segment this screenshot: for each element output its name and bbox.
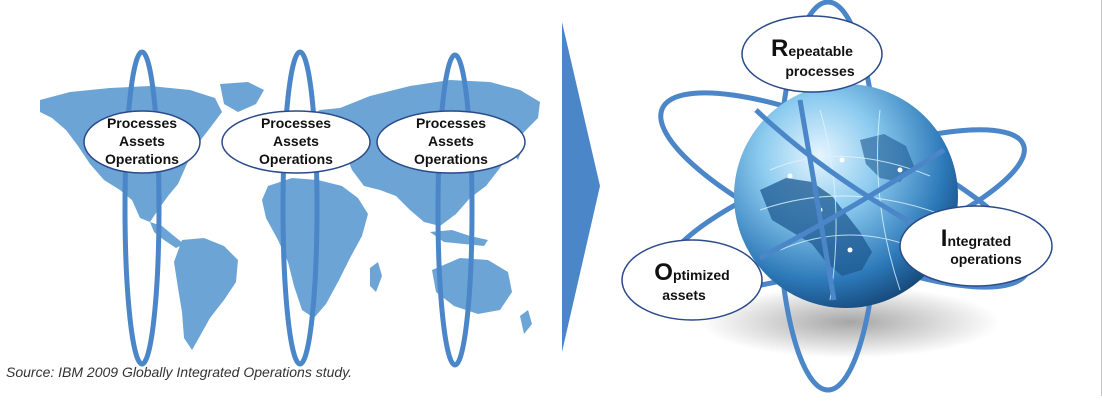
label-optimized-line-2: assets	[662, 287, 706, 303]
central-america-shape	[150, 222, 184, 248]
bubble-2-line-1: Processes	[261, 115, 331, 131]
orbit-rings-front	[754, 99, 946, 301]
map-bubble-1: Processes Assets Operations	[83, 110, 201, 174]
label-repeatable-processes: Repeatable processes	[741, 15, 883, 93]
ring-americas	[122, 49, 162, 367]
label-repeatable-line-1: Repeatable	[771, 35, 853, 62]
label-repeatable-line-2: processes	[785, 63, 854, 79]
transition-arrow	[562, 22, 600, 352]
map-bubble-2: Processes Assets Operations	[221, 110, 371, 174]
south-america-shape	[174, 238, 238, 350]
ring-asia-pacific	[435, 52, 475, 368]
source-caption: Source: IBM 2009 Globally Integrated Ope…	[6, 364, 353, 380]
ring-europe-africa	[280, 49, 320, 367]
bubble-2-line-3: Operations	[259, 151, 333, 167]
label-integrated-line-2: operations	[950, 251, 1022, 267]
bubble-1-line-3: Operations	[105, 151, 179, 167]
bubble-3-line-3: Operations	[414, 151, 488, 167]
bubble-3-line-2: Assets	[428, 133, 474, 149]
label-optimized-line-1: Optimized	[654, 259, 729, 286]
map-bubble-3: Processes Assets Operations	[376, 110, 526, 174]
bubble-2-line-2: Assets	[273, 133, 319, 149]
label-integrated-operations: Integrated operations	[899, 205, 1053, 287]
new-zealand-shape	[520, 310, 532, 334]
globe-shadow	[700, 286, 1000, 358]
map-rings	[122, 49, 475, 368]
bubble-3-line-1: Processes	[416, 115, 486, 131]
bubble-1-line-1: Processes	[107, 115, 177, 131]
label-optimized-assets: Optimized assets	[621, 239, 763, 321]
bubble-1-line-2: Assets	[119, 133, 165, 149]
label-integrated-line-1: Integrated	[941, 225, 1011, 252]
greenland-shape	[220, 82, 264, 112]
madagascar-shape	[370, 262, 382, 292]
